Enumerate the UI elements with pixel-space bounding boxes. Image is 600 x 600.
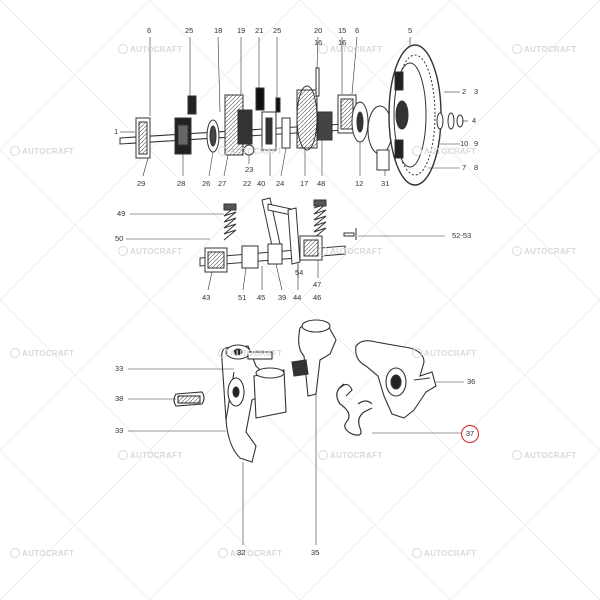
watermark: AUTOCRAFT [318, 44, 382, 54]
watermark: AUTOCRAFT [10, 146, 74, 156]
part-label-33: 33 [115, 426, 124, 435]
watermark: AUTOCRAFT [218, 348, 282, 358]
part-label-7: 7 [462, 163, 467, 172]
part-label-18: 18 [214, 26, 223, 35]
watermark: AUTOCRAFT [10, 348, 74, 358]
part-label-46: 46 [313, 293, 322, 302]
part-label-21: 21 [255, 26, 264, 35]
watermark: AUTOCRAFT [412, 548, 476, 558]
part-label-50: 50 [115, 234, 124, 243]
part-label-35: 35 [311, 548, 320, 557]
part-label-25: 25 [185, 26, 194, 35]
part-label-22: 22 [243, 179, 252, 188]
watermark: AUTOCRAFT [10, 548, 74, 558]
part-label-2: 2 [462, 87, 467, 96]
part-label-36: 36 [467, 377, 476, 386]
part-label-20: 20 [314, 26, 323, 35]
part-label-8: 8 [474, 163, 479, 172]
part-label-37-highlighted: 37 [465, 429, 475, 438]
part-label-29: 29 [137, 179, 146, 188]
watermark: AUTOCRAFT [512, 44, 576, 54]
part-label-48: 48 [317, 179, 326, 188]
part-label-3: 3 [474, 87, 479, 96]
watermark: AUTOCRAFT [118, 44, 182, 54]
crankshaft-assembly [119, 44, 464, 186]
lower-parts [173, 319, 437, 463]
part-label-17: 17 [300, 179, 309, 188]
part-label-6: 6 [147, 26, 152, 35]
part-label-43: 43 [202, 293, 211, 302]
part-label-44: 44 [293, 293, 302, 302]
part-label-24: 24 [276, 179, 285, 188]
part-label-10: 10 [460, 139, 469, 148]
watermark: AUTOCRAFT [318, 246, 382, 256]
part-label-39: 39 [278, 293, 287, 302]
part-label-5: 5 [408, 26, 413, 35]
part-label-6: 6 [355, 26, 360, 35]
part-label-15: 15 [338, 26, 347, 35]
watermark: AUTOCRAFT [118, 246, 182, 256]
part-label-45: 45 [257, 293, 266, 302]
part-label-38: 38 [115, 394, 124, 403]
part-label-32: 32 [237, 548, 246, 557]
watermark: AUTOCRAFT [512, 450, 576, 460]
watermark: AUTOCRAFT [412, 146, 476, 156]
part-label-31: 31 [381, 179, 390, 188]
part-label-16: 16 [314, 38, 323, 47]
part-label-1: 1 [114, 127, 119, 136]
part-label-27: 27 [218, 179, 227, 188]
watermark: AUTOCRAFT [218, 548, 282, 558]
watermark: AUTOCRAFT [512, 246, 576, 256]
watermark: AUTOCRAFT [318, 450, 382, 460]
rocker-shaft-assembly [199, 197, 357, 273]
highlight-circle [461, 425, 479, 443]
part-label-40: 40 [257, 179, 266, 188]
part-label-16: 16 [338, 38, 347, 47]
part-label-51: 51 [238, 293, 247, 302]
part-label-25: 25 [273, 26, 282, 35]
watermark: AUTOCRAFT [412, 348, 476, 358]
part-label-23: 23 [245, 165, 254, 174]
part-label-33: 33 [115, 364, 124, 373]
lower-leader-lines [128, 368, 464, 545]
watermark: AUTOCRAFT [218, 146, 282, 156]
watermark: AUTOCRAFT [118, 450, 182, 460]
part-label-47: 47 [313, 280, 322, 289]
part-label-9: 9 [474, 139, 479, 148]
part-label-26: 26 [202, 179, 211, 188]
part-label-12: 12 [355, 179, 364, 188]
part-label-49: 49 [117, 209, 126, 218]
part-label-52-53: 52-53 [452, 231, 472, 240]
middle-leader-lines [126, 213, 445, 291]
part-label-28: 28 [177, 179, 186, 188]
part-label-54: 54 [295, 268, 304, 277]
part-label-4: 4 [472, 116, 477, 125]
part-label-19: 19 [237, 26, 246, 35]
